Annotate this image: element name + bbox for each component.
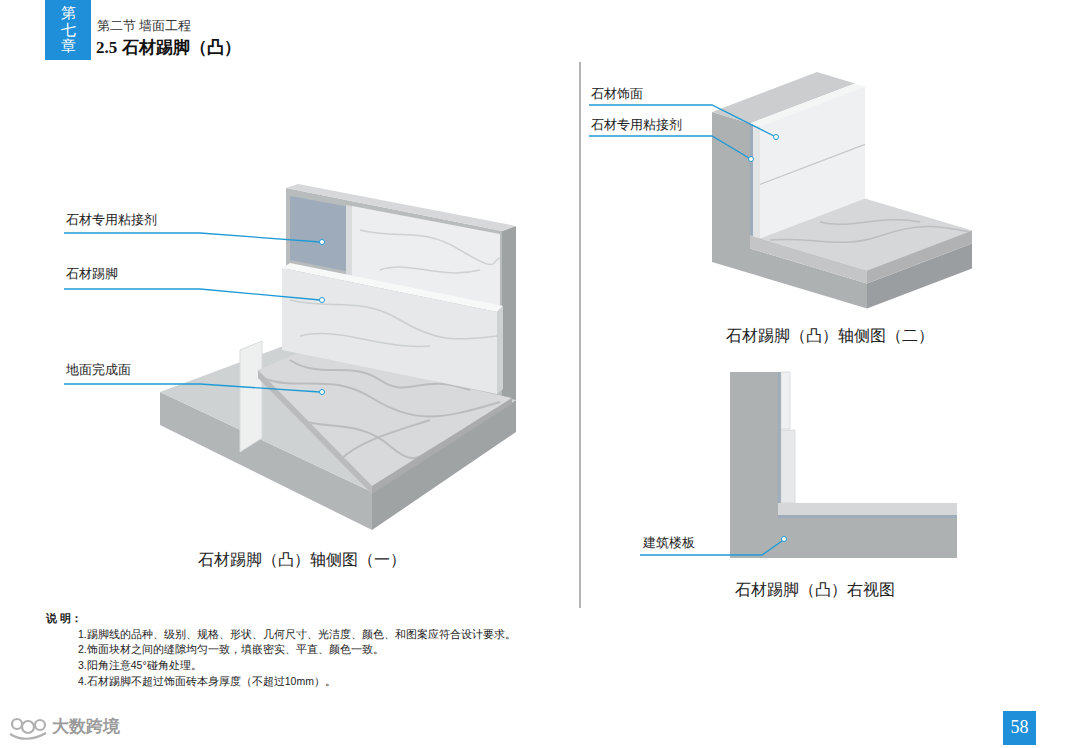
watermark-logo — [10, 733, 46, 739]
chapter-tab: 第七章 — [45, 0, 91, 60]
marble-vein — [360, 230, 500, 265]
adhesive-layer — [750, 123, 753, 236]
note-line: 3.阳角注意45°碰角处理。 — [78, 659, 202, 672]
leader-line — [589, 136, 749, 158]
leader-dot — [320, 390, 325, 395]
section-heading: 第二节 墙面工程 — [97, 18, 191, 34]
watermark: 大数跨境 — [52, 716, 120, 737]
adhesive-layer — [778, 515, 957, 518]
cut-plane — [240, 341, 262, 452]
page-title: 2.5 石材踢脚（凸） — [96, 37, 241, 58]
callout-label: 建筑楼板 — [643, 535, 695, 551]
marble-vein — [820, 220, 920, 225]
marble-vein — [300, 334, 430, 347]
stone-finish — [781, 372, 790, 429]
marble-edge — [867, 231, 972, 284]
marble-edge — [372, 398, 512, 494]
callout-label: 石材专用粘接剂 — [66, 212, 157, 228]
callout-label: 石材饰面 — [591, 86, 643, 102]
skirting-section — [781, 430, 795, 503]
leader-line — [64, 233, 320, 242]
marble-vein — [380, 267, 480, 273]
leader-line — [64, 384, 320, 392]
leader-dot — [320, 240, 325, 245]
callout-label: 石材专用粘接剂 — [591, 117, 682, 133]
stone-edge — [346, 205, 352, 280]
divider-line — [579, 62, 581, 608]
leader-line — [589, 105, 774, 136]
floor-marble — [778, 503, 957, 515]
leader-dot — [774, 135, 779, 140]
slab-section — [730, 372, 957, 558]
callout-label: 地面完成面 — [66, 362, 131, 378]
leader-dot — [749, 157, 754, 162]
leader-line — [64, 289, 320, 300]
adhesive-layer — [778, 372, 781, 503]
note-line: 1.踢脚线的品种、级别、规格、形状、几何尺寸、光洁度、颜色、和图案应符合设计要求… — [78, 628, 516, 641]
figure-caption: 石材踢脚（凸）右视图 — [735, 580, 895, 600]
wall-side — [502, 226, 516, 400]
note-line: 2.饰面块材之间的缝隙均匀一致，填嵌密实、平直、颜色一致。 — [78, 643, 384, 656]
leader-dot — [320, 298, 325, 303]
callout-label: 石材踢脚 — [66, 266, 118, 282]
stone-joint — [760, 144, 865, 184]
watermark-logo — [35, 720, 45, 730]
leader-dot — [782, 537, 787, 542]
skirting-face — [282, 268, 497, 394]
figure-caption: 石材踢脚（凸）轴侧图（一） — [198, 550, 406, 570]
adhesive-layer — [290, 196, 350, 272]
page-number-box: 58 — [1003, 711, 1036, 745]
marble-edge — [750, 235, 867, 283]
note-line: 4.石材踢脚不超过饰面砖本身厚度（不超过10mm）。 — [78, 675, 336, 688]
watermark-logo — [22, 721, 34, 733]
notes-heading: 说 明： — [46, 612, 82, 626]
stone-section — [750, 123, 760, 238]
marble-vein — [770, 227, 970, 243]
skirting-end — [497, 306, 503, 394]
watermark-logo — [12, 719, 22, 729]
chapter-text: 第七章 — [61, 5, 76, 55]
page-number: 58 — [1011, 717, 1029, 739]
marble-vein — [340, 420, 430, 460]
figure-caption: 石材踢脚（凸）轴侧图（二） — [726, 326, 934, 346]
